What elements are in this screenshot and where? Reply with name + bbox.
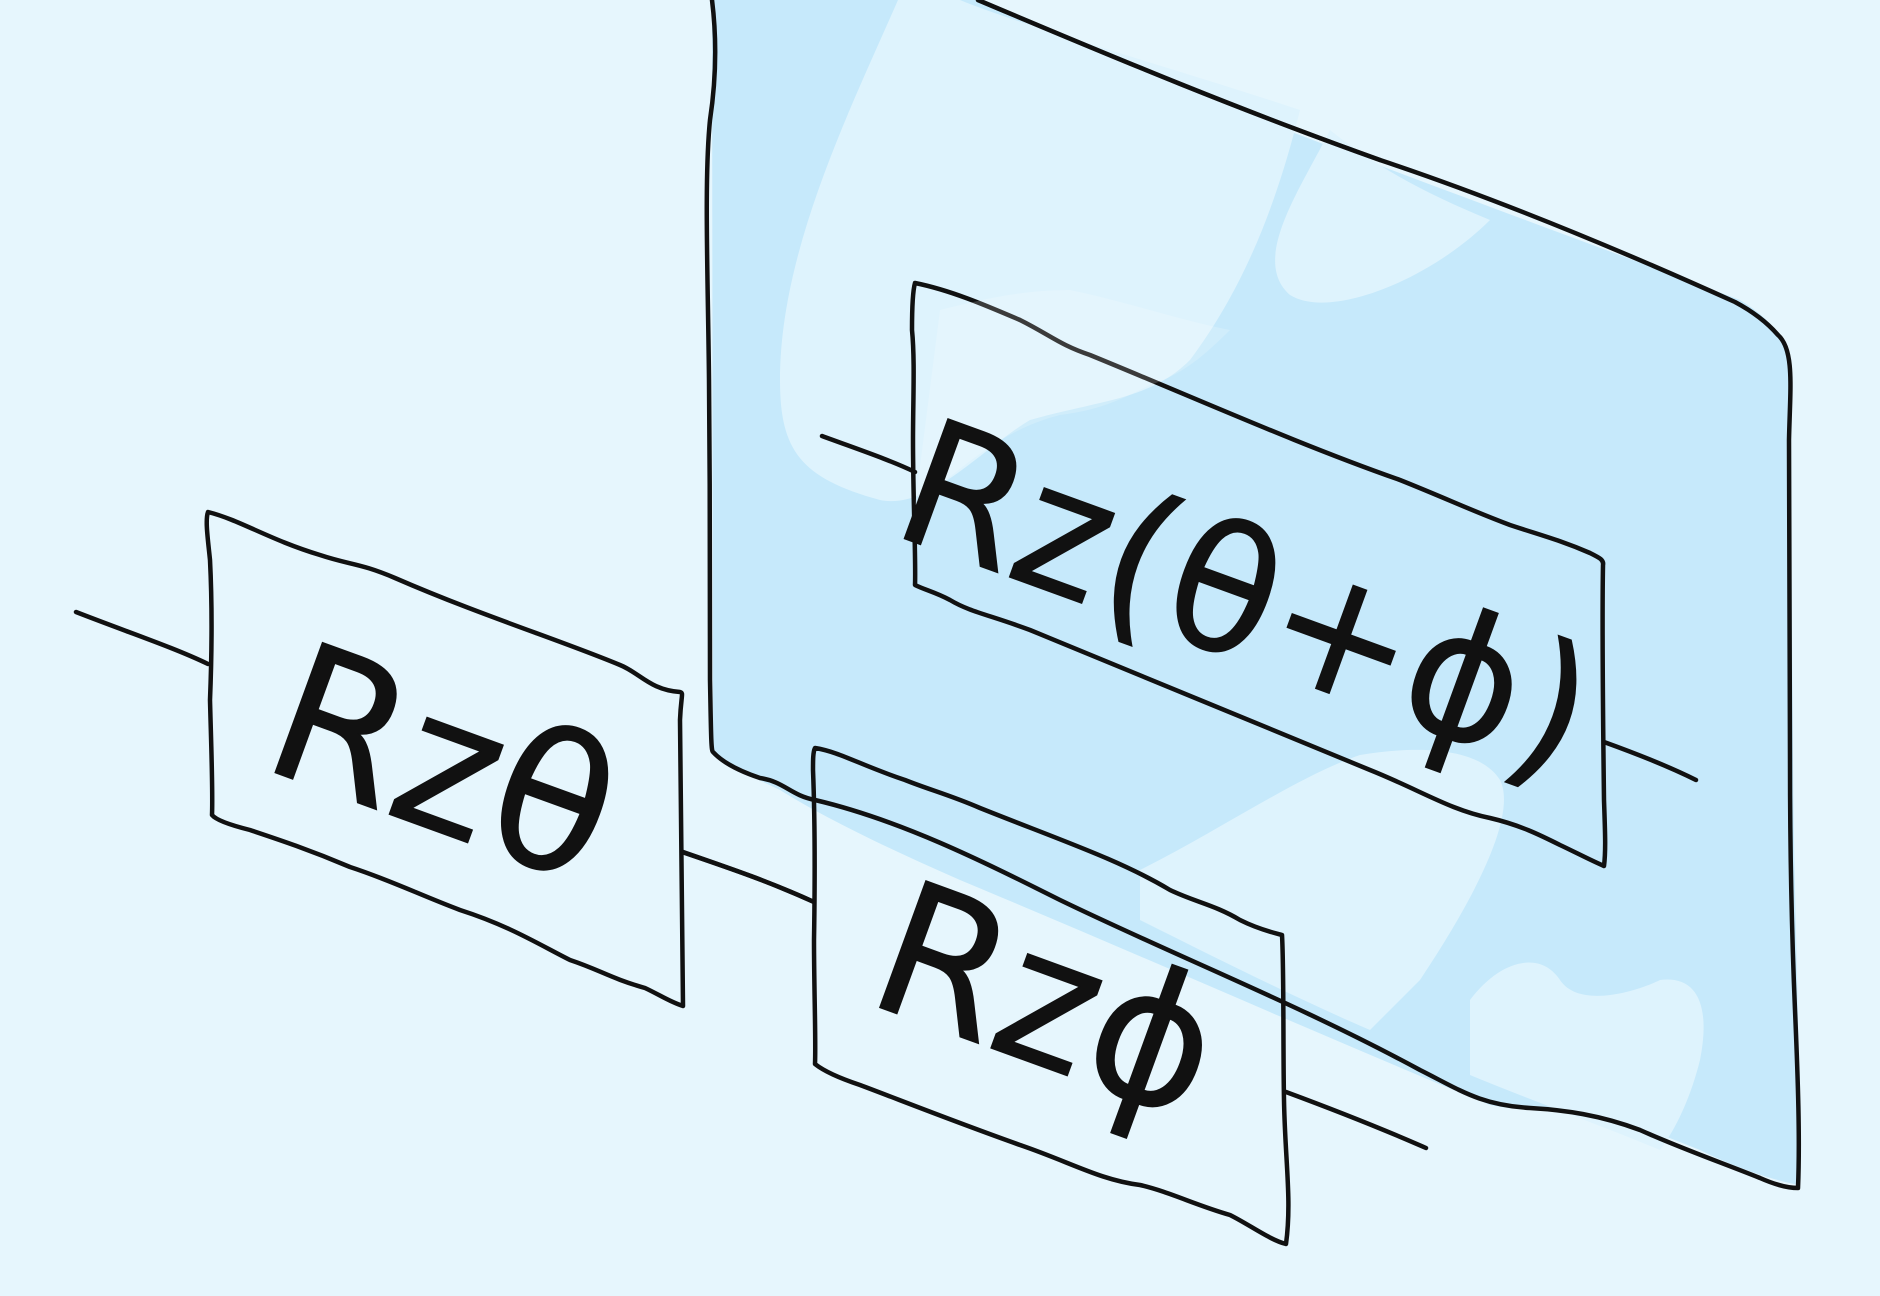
panel-glare-over-combined [915,290,1230,505]
panel-outline [704,0,1802,1191]
gate-rz-phi-card [810,745,1291,1247]
wire-bottom-right-segment [1283,1089,1429,1151]
wire-combined-right-segment [1601,739,1699,783]
panel-highlight-cloud [1275,130,1490,303]
gate-rz-phi: Rzϕ [810,745,1291,1247]
panel-top-edge-overlay [975,0,1383,163]
wire-top-left-segment [73,609,211,667]
wire-between-gates [680,849,817,905]
equivalence-panel [704,0,1802,1191]
panel-highlight-top [780,0,1300,502]
gate-rz-theta-plus-phi-card [909,280,1608,869]
wire-combined-left-segment [819,433,918,475]
panel-highlight-bottom [1140,749,1504,1030]
gate-rz-theta-card [204,509,686,1009]
panel-highlight-lower-right [1470,962,1704,1150]
